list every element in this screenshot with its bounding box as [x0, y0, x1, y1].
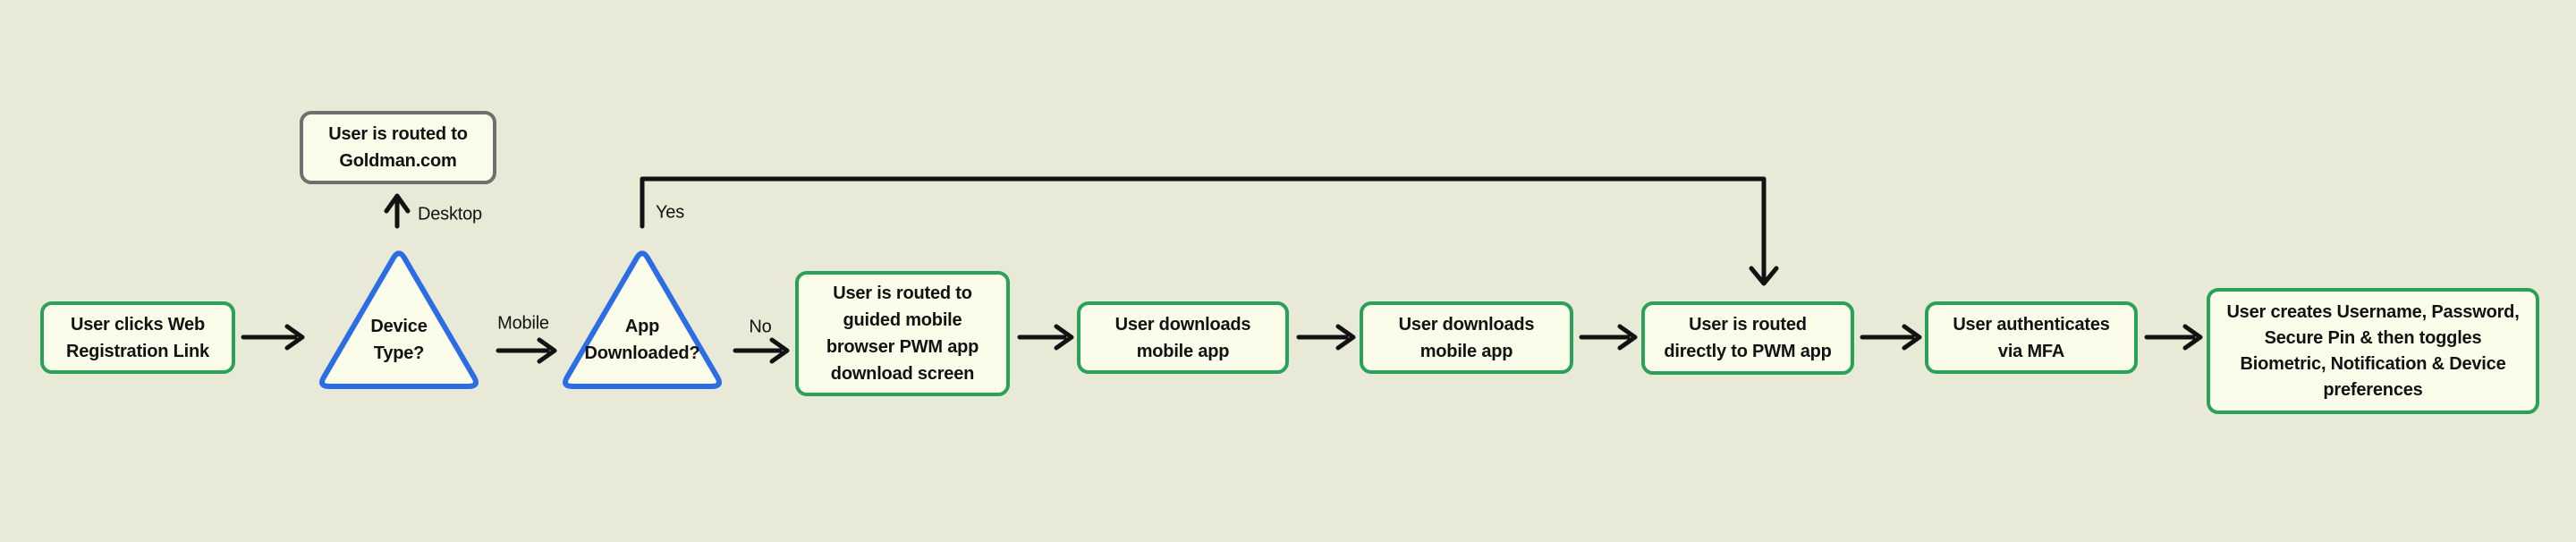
arrow-download2-to-pwm [1579, 324, 1638, 351]
arrow-yes-elbow [640, 176, 1779, 286]
edge-label-desktop: Desktop [418, 204, 482, 224]
arrow-up-desktop [384, 193, 411, 229]
node-download-mobile-app-1: User downloads mobile app [1077, 301, 1289, 374]
node-authenticate-mfa: User authenticates via MFA [1925, 301, 2138, 374]
arrow-webreg-to-devicetype [241, 324, 305, 351]
decision-device-type-label: Device Type? [370, 317, 428, 363]
arrow-guided-to-download1 [1017, 324, 1074, 351]
decision-app-downloaded-triangle [563, 250, 722, 389]
edge-label-yes: Yes [655, 202, 685, 223]
decision-device-type-triangle [319, 250, 479, 389]
arrow-no [733, 337, 790, 364]
node-goldman: User is routed to Goldman.com [300, 111, 496, 184]
node-web-registration: User clicks Web Registration Link [40, 301, 235, 374]
node-download-mobile-app-2: User downloads mobile app [1360, 301, 1573, 374]
edge-label-no: No [749, 317, 772, 337]
node-create-credentials-preferences: User creates Username, Password, Secure … [2207, 288, 2539, 414]
arrow-mobile [496, 337, 557, 364]
arrow-download1-to-download2 [1296, 324, 1356, 351]
arrow-pwm-to-mfa [1860, 324, 1922, 351]
arrow-mfa-to-prefs [2144, 324, 2203, 351]
node-routed-to-pwm-app: User is routed directly to PWM app [1641, 301, 1854, 375]
node-guided-download-screen: User is routed to guided mobile browser … [795, 271, 1010, 396]
decision-app-downloaded-label: App Downloaded? [584, 317, 700, 363]
edge-label-mobile: Mobile [497, 313, 549, 334]
